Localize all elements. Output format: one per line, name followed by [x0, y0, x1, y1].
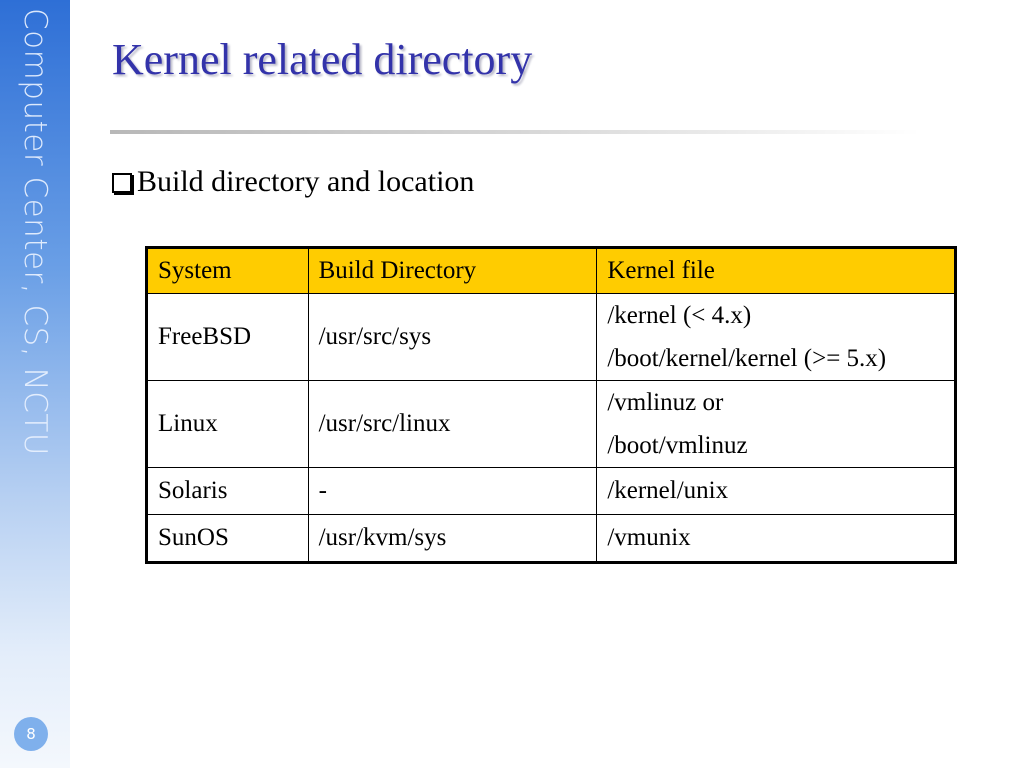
- kernel-file-cell: /kernel/unix: [596, 467, 956, 515]
- build-dir-cell: /usr/kvm/sys: [307, 514, 598, 563]
- bullet-item: Build directory and location: [112, 165, 474, 199]
- table-row: SunOS /usr/kvm/sys /vmunix: [146, 514, 956, 563]
- system-cell: Solaris: [146, 467, 309, 515]
- build-dir-cell: /usr/src/sys: [307, 293, 598, 381]
- build-dir-cell: /usr/src/linux: [307, 380, 598, 468]
- kernel-directory-table: System Build Directory Kernel file FreeB…: [145, 246, 957, 564]
- header-kernel-file: Kernel file: [596, 247, 956, 294]
- header-build-directory: Build Directory: [307, 247, 598, 294]
- kernel-file-cell: /kernel (< 4.x) /boot/kernel/kernel (>= …: [596, 293, 956, 381]
- bullet-text: Build directory and location: [137, 165, 475, 198]
- system-cell: Linux: [146, 380, 309, 468]
- build-dir-cell: -: [307, 467, 598, 515]
- system-cell: FreeBSD: [146, 293, 309, 381]
- sidebar-label: Computer Center, CS, NCTU: [17, 8, 53, 456]
- page-number: 8: [14, 717, 48, 751]
- checkbox-icon: [112, 173, 132, 193]
- sidebar: Computer Center, CS, NCTU 8: [0, 0, 70, 768]
- kernel-file-line: /boot/kernel/kernel (>= 5.x): [607, 345, 887, 372]
- title-divider: [110, 130, 920, 134]
- table-row: FreeBSD /usr/src/sys /kernel (< 4.x) /bo…: [146, 293, 956, 381]
- table-row: Solaris - /kernel/unix: [146, 467, 956, 515]
- page-title: Kernel related directory: [112, 35, 533, 84]
- kernel-file-cell: /vmlinuz or /boot/vmlinuz: [596, 380, 956, 468]
- system-cell: SunOS: [146, 514, 309, 563]
- header-system: System: [146, 247, 309, 294]
- kernel-file-line: /kernel (< 4.x): [607, 302, 752, 329]
- table-header-row: System Build Directory Kernel file: [146, 247, 956, 294]
- kernel-file-cell: /vmunix: [596, 514, 956, 563]
- kernel-file-line: /vmlinuz or: [607, 389, 724, 416]
- kernel-file-line: /boot/vmlinuz: [607, 432, 748, 459]
- table-row: Linux /usr/src/linux /vmlinuz or /boot/v…: [146, 380, 956, 468]
